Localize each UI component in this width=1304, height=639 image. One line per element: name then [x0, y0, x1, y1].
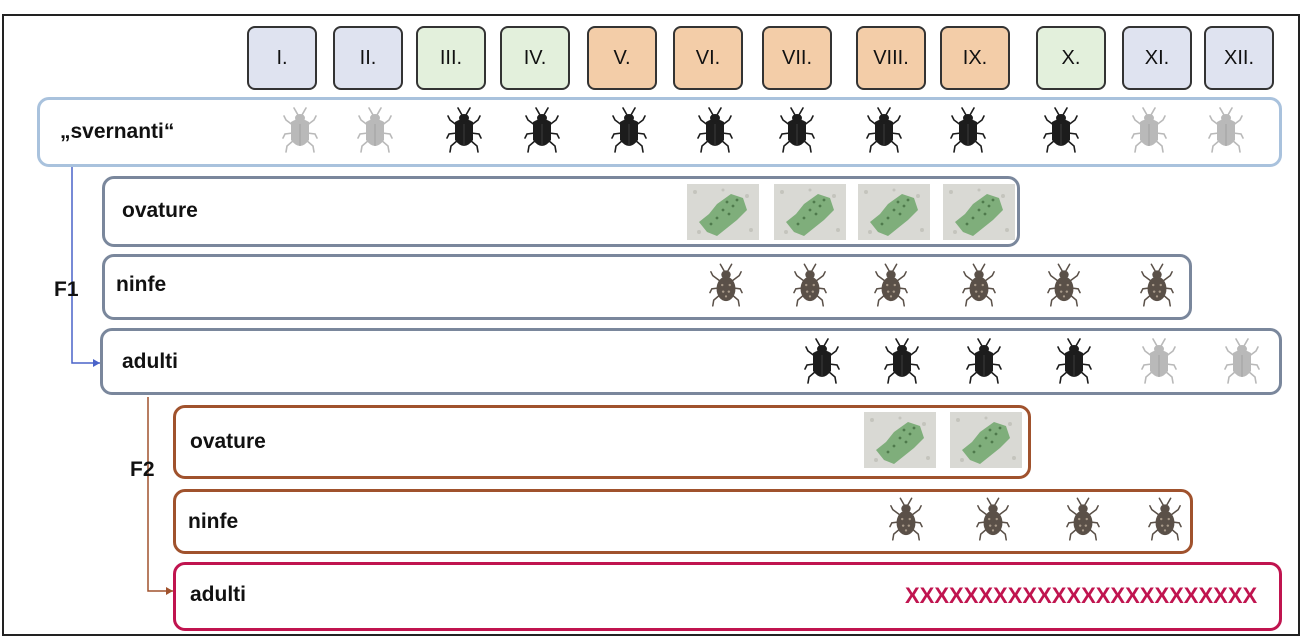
stink-bug-adult-icon [866, 106, 902, 156]
generation-label-f2: F2 [130, 458, 155, 482]
month-7: VII. [762, 26, 832, 90]
no-adults-marker: XXXXXXXXXXXXXXXXXXXXXXXX [905, 583, 1257, 609]
stink-bug-adult-icon [697, 106, 733, 156]
month-8: VIII. [856, 26, 926, 90]
stink-bug-nymph-icon [1140, 262, 1174, 310]
egg-mass-icon [858, 184, 930, 240]
month-2: II. [333, 26, 403, 90]
label-f2-ninfe: ninfe [188, 510, 238, 534]
egg-mass-icon [950, 412, 1022, 468]
egg-mass-icon [943, 184, 1015, 240]
f1-connector-arrowhead [93, 359, 100, 367]
label-f2-ovature: ovature [190, 430, 266, 454]
month-1: I. [247, 26, 317, 90]
stink-bug-nymph-icon [874, 262, 908, 310]
stink-bug-adult-icon [1208, 106, 1244, 156]
stink-bug-adult-icon [950, 106, 986, 156]
stink-bug-adult-icon [282, 106, 318, 156]
month-12: XII. [1204, 26, 1274, 90]
month-4: IV. [500, 26, 570, 90]
stink-bug-adult-icon [884, 337, 920, 387]
egg-mass-icon [774, 184, 846, 240]
stink-bug-nymph-icon [976, 496, 1010, 544]
stink-bug-nymph-icon [1047, 262, 1081, 310]
row-f2-ninfe [173, 489, 1193, 554]
stink-bug-nymph-icon [793, 262, 827, 310]
stink-bug-adult-icon [779, 106, 815, 156]
row-svernanti [37, 97, 1282, 167]
egg-mass-icon [687, 184, 759, 240]
egg-mass-icon [864, 412, 936, 468]
stink-bug-adult-icon [966, 337, 1002, 387]
month-5: V. [587, 26, 657, 90]
row-f1-ninfe [102, 254, 1192, 320]
stink-bug-nymph-icon [962, 262, 996, 310]
stink-bug-adult-icon [357, 106, 393, 156]
month-3: III. [416, 26, 486, 90]
stink-bug-adult-icon [804, 337, 840, 387]
stink-bug-nymph-icon [889, 496, 923, 544]
month-11: XI. [1122, 26, 1192, 90]
month-6: VI. [673, 26, 743, 90]
stink-bug-adult-icon [1131, 106, 1167, 156]
stink-bug-adult-icon [1141, 337, 1177, 387]
row-f1-adulti [100, 328, 1282, 395]
stink-bug-adult-icon [611, 106, 647, 156]
stink-bug-adult-icon [1043, 106, 1079, 156]
f2-connector-arrowhead [166, 587, 173, 595]
f2-connector-line [148, 397, 173, 591]
generation-label-f1: F1 [54, 278, 79, 302]
f1-connector-line [72, 164, 100, 363]
month-9: IX. [940, 26, 1010, 90]
label-f1-ovature: ovature [122, 199, 198, 223]
stink-bug-nymph-icon [1066, 496, 1100, 544]
stink-bug-adult-icon [524, 106, 560, 156]
label-svernanti: „svernanti“ [60, 120, 174, 144]
label-f1-ninfe: ninfe [116, 273, 166, 297]
stink-bug-nymph-icon [709, 262, 743, 310]
stink-bug-adult-icon [1056, 337, 1092, 387]
month-10: X. [1036, 26, 1106, 90]
label-f2-adulti: adulti [190, 583, 246, 607]
stink-bug-adult-icon [446, 106, 482, 156]
stink-bug-nymph-icon [1148, 496, 1182, 544]
stink-bug-adult-icon [1224, 337, 1260, 387]
label-f1-adulti: adulti [122, 350, 178, 374]
